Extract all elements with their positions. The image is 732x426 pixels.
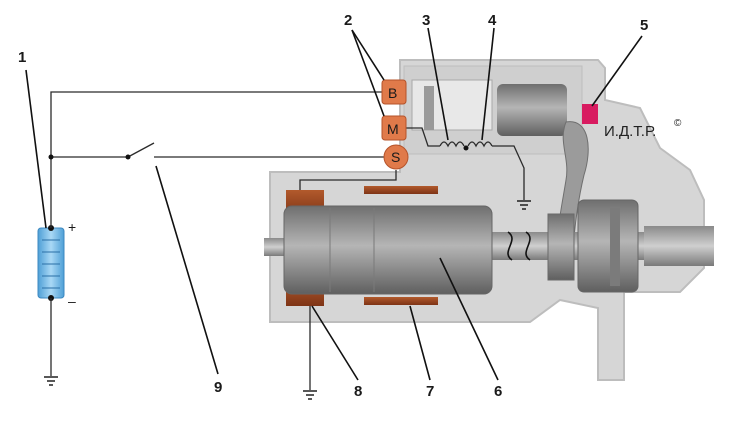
leader-5 bbox=[591, 35, 643, 107]
callout-5: 5 bbox=[640, 17, 648, 34]
callout-3: 3 bbox=[422, 12, 430, 29]
leader-7 bbox=[409, 305, 431, 381]
wire-s-down bbox=[299, 170, 397, 190]
terminal-s-label: S bbox=[391, 149, 400, 165]
leader-8 bbox=[311, 305, 359, 381]
callout-4: 4 bbox=[488, 12, 497, 29]
pull-in-winding-4 bbox=[467, 141, 493, 148]
shaft-break bbox=[507, 231, 531, 261]
battery-minus: – bbox=[68, 293, 76, 309]
callout-9: 9 bbox=[214, 379, 222, 396]
callout-8: 8 bbox=[354, 383, 362, 400]
callout-6: 6 bbox=[494, 383, 502, 400]
terminal-b bbox=[381, 79, 407, 105]
callout-1: 1 bbox=[18, 49, 26, 66]
battery-plus: + bbox=[68, 219, 76, 235]
terminal-s bbox=[383, 144, 409, 170]
copyright-mark: © bbox=[674, 118, 682, 129]
leader-2a bbox=[351, 29, 385, 81]
leader-4 bbox=[481, 27, 495, 141]
leader-2b bbox=[351, 29, 385, 117]
contact-5 bbox=[582, 104, 598, 124]
wire-winding-ground bbox=[492, 145, 525, 200]
callout-7: 7 bbox=[426, 383, 434, 400]
pinion-gear bbox=[577, 199, 639, 293]
field-winding-bottom bbox=[364, 297, 438, 305]
wire-battery-to-b bbox=[50, 91, 382, 228]
hold-in-winding-3 bbox=[439, 141, 465, 148]
ground-symbol-battery bbox=[44, 376, 58, 386]
terminal-m bbox=[381, 115, 407, 141]
contact-plate bbox=[424, 86, 434, 130]
ignition-switch-9 bbox=[127, 142, 155, 158]
leader-3 bbox=[427, 27, 449, 141]
solenoid-plunger bbox=[497, 84, 567, 136]
leader-9 bbox=[155, 165, 219, 375]
armature-6 bbox=[283, 205, 493, 295]
brand-watermark: И.Д.Т.Р. bbox=[604, 123, 656, 140]
callout-2: 2 bbox=[344, 12, 352, 29]
field-winding-top bbox=[364, 186, 438, 194]
ground-symbol-winding bbox=[517, 200, 531, 210]
shaft-nose bbox=[644, 226, 714, 266]
leader-6 bbox=[439, 257, 499, 381]
wire-m-to-winding bbox=[404, 127, 440, 147]
overrunning-clutch bbox=[547, 213, 575, 281]
ground-symbol-brush bbox=[303, 390, 317, 400]
leader-1 bbox=[25, 69, 47, 229]
terminal-m-label: M bbox=[387, 121, 399, 137]
terminal-b-label: B bbox=[388, 85, 397, 101]
